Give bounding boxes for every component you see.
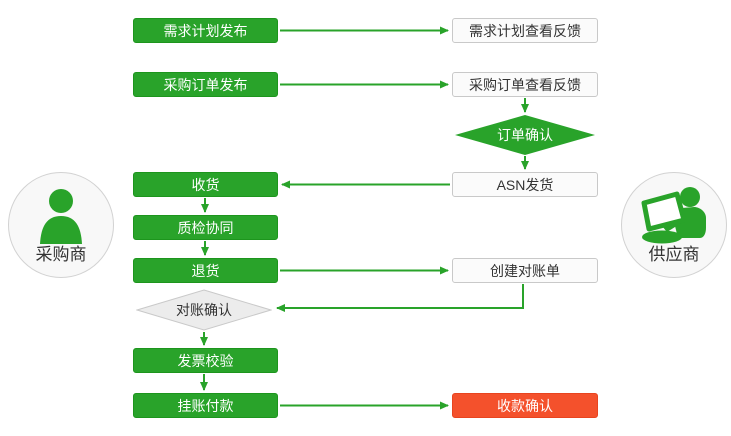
person-icon [40, 189, 82, 244]
actor-supplier: 供应商 [621, 172, 727, 278]
node-create-statement: 创建对账单 [452, 258, 598, 283]
decision-order-confirm-label: 订单确认 [497, 127, 553, 143]
actor-buyer: 采购商 [8, 172, 114, 278]
node-asn-shipment: ASN发货 [452, 172, 598, 197]
node-receipt-confirm: 收款确认 [452, 393, 598, 418]
node-receiving: 收货 [133, 172, 278, 197]
node-demand-plan-release: 需求计划发布 [133, 18, 278, 43]
node-payment-on-account: 挂账付款 [133, 393, 278, 418]
actor-supplier-label: 供应商 [648, 245, 700, 264]
node-purchase-order-feedback: 采购订单查看反馈 [452, 72, 598, 97]
actor-buyer-label: 采购商 [35, 245, 87, 264]
decision-order-confirm: 订单确认 [455, 115, 595, 155]
person-laptop-icon [641, 187, 706, 244]
diamond-shape-gray [136, 289, 272, 331]
node-return-goods: 退货 [133, 258, 278, 283]
node-demand-plan-feedback: 需求计划查看反馈 [452, 18, 598, 43]
node-quality-inspection: 质检协同 [133, 215, 278, 240]
node-invoice-verification: 发票校验 [133, 348, 278, 373]
node-purchase-order-release: 采购订单发布 [133, 72, 278, 97]
decision-statement-confirm: 对账确认 [136, 289, 272, 331]
connector-statement-to-statement-confirm [276, 284, 524, 312]
decision-statement-confirm-label: 对账确认 [176, 302, 232, 318]
diamond-shape-green [455, 115, 595, 155]
